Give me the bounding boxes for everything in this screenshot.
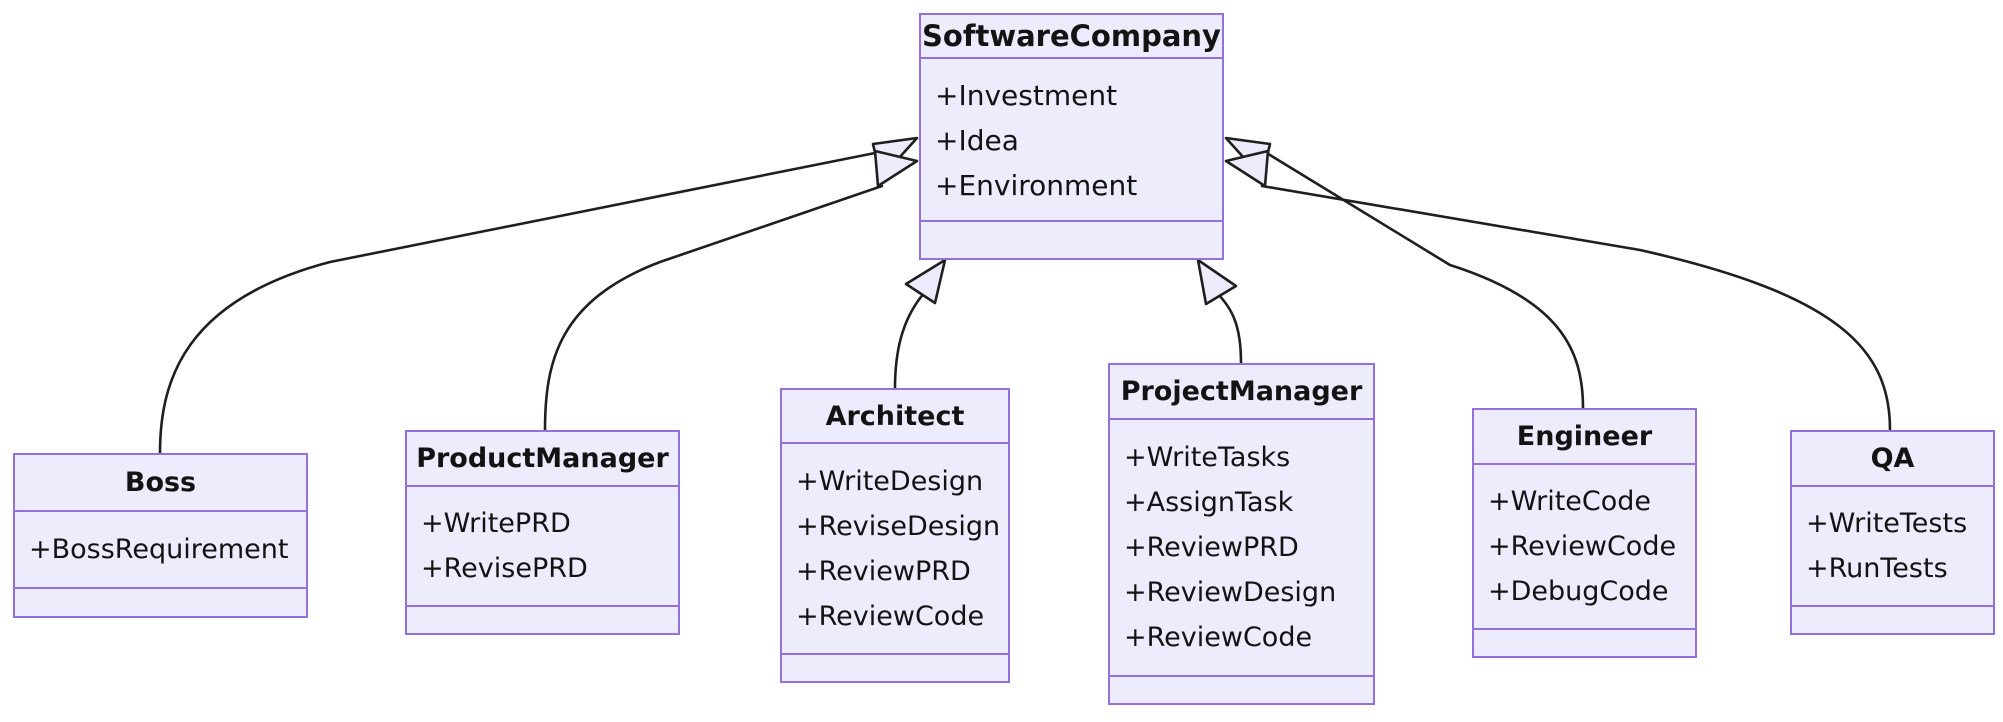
class-box-projectmanager[interactable]: ProjectManager +WriteTasks +AssignTask +…: [1108, 363, 1375, 705]
arrowhead-architect-generalization: [904, 258, 947, 305]
class-name-softwarecompany: SoftwareCompany: [921, 15, 1222, 59]
class-methods-qa: [1792, 607, 1993, 633]
class-attributes-qa: +WriteTests +RunTests: [1792, 487, 1993, 607]
edge-projectmanager-to-softwarecompany: [1214, 290, 1243, 365]
class-attribute: +WriteCode: [1488, 486, 1652, 517]
class-name-productmanager: ProductManager: [407, 432, 678, 487]
class-name-projectmanager: ProjectManager: [1110, 365, 1373, 420]
class-attribute: +RunTests: [1806, 553, 1948, 584]
class-attribute: +ReviewPRD: [796, 555, 971, 587]
class-name-boss: Boss: [15, 455, 306, 512]
arrowhead-engineer-generalization: [1224, 136, 1272, 180]
class-attribute: +WriteTasks: [1124, 442, 1291, 473]
class-box-architect[interactable]: Architect +WriteDesign +ReviseDesign +Re…: [780, 388, 1010, 683]
class-attributes-projectmanager: +WriteTasks +AssignTask +ReviewPRD +Revi…: [1110, 420, 1373, 677]
class-attribute: +ReviseDesign: [796, 510, 1001, 542]
class-box-productmanager[interactable]: ProductManager +WritePRD +RevisePRD: [405, 430, 680, 635]
class-methods-architect: [782, 655, 1008, 681]
class-attribute: +Idea: [935, 124, 1019, 157]
class-methods-softwarecompany: [921, 222, 1222, 258]
class-box-softwarecompany[interactable]: SoftwareCompany +Investment +Idea +Envir…: [919, 13, 1224, 260]
class-attribute: +WriteDesign: [796, 465, 984, 497]
arrowhead-boss-generalization: [871, 136, 919, 180]
class-name-architect: Architect: [782, 390, 1008, 444]
class-attribute: +BossRequirement: [29, 534, 289, 565]
class-attribute: +ReviewCode: [796, 600, 985, 632]
class-box-boss[interactable]: Boss +BossRequirement: [13, 453, 308, 618]
class-methods-engineer: [1474, 630, 1695, 656]
class-attribute: +ReviewDesign: [1124, 577, 1337, 608]
class-name-qa: QA: [1792, 432, 1993, 487]
class-attribute: +ReviewCode: [1488, 531, 1677, 562]
class-methods-boss: [15, 589, 306, 616]
class-box-qa[interactable]: QA +WriteTests +RunTests: [1790, 430, 1995, 635]
class-attribute: +RevisePRD: [421, 553, 588, 584]
class-methods-projectmanager: [1110, 677, 1373, 703]
arrowhead-qa-generalization: [1224, 149, 1270, 188]
arrowhead-projectmanager-generalization: [1196, 258, 1238, 306]
class-attributes-architect: +WriteDesign +ReviseDesign +ReviewPRD +R…: [782, 444, 1008, 655]
class-methods-productmanager: [407, 607, 678, 633]
class-attributes-softwarecompany: +Investment +Idea +Environment: [921, 59, 1222, 222]
class-attributes-engineer: +WriteCode +ReviewCode +DebugCode: [1474, 465, 1695, 630]
edge-boss-to-softwarecompany: [158, 150, 882, 455]
class-attribute: +WriteTests: [1806, 508, 1968, 539]
class-attribute: +AssignTask: [1124, 487, 1294, 518]
class-attributes-productmanager: +WritePRD +RevisePRD: [407, 487, 678, 607]
arrowhead-productmanager-generalization: [873, 149, 919, 188]
class-box-engineer[interactable]: Engineer +WriteCode +ReviewCode +DebugCo…: [1472, 408, 1697, 658]
class-attribute: +Environment: [935, 169, 1138, 202]
edge-architect-to-softwarecompany: [893, 290, 927, 390]
class-attribute: +ReviewPRD: [1124, 532, 1299, 563]
class-attribute: +ReviewCode: [1124, 622, 1313, 653]
class-attributes-boss: +BossRequirement: [15, 512, 306, 589]
class-attribute: +WritePRD: [421, 508, 571, 539]
class-attribute: +Investment: [935, 79, 1118, 112]
class-attribute: +DebugCode: [1488, 576, 1669, 607]
class-name-engineer: Engineer: [1474, 410, 1695, 465]
